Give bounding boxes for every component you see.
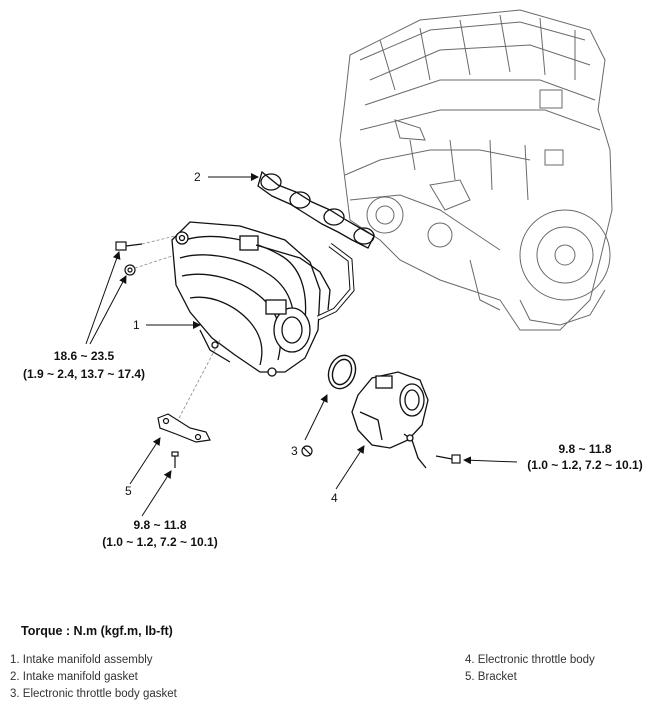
manifold-bolt-arrow-lower <box>89 275 127 345</box>
parts-legend-right: 4. Electronic throttle body 5. Bracket <box>465 652 595 686</box>
callout-4-arrow <box>335 445 365 490</box>
throttle-body-gasket-illustration <box>327 354 357 390</box>
manifold-torque-alt: (1.9 ~ 2.4, 13.7 ~ 17.4) <box>23 367 145 381</box>
legend-item: 5. Bracket <box>465 671 517 683</box>
throttle-torque-nm: 9.8 ~ 11.8 <box>558 442 611 456</box>
bracket-bolt-arrow <box>141 470 172 517</box>
bracket-torque-nm: 9.8 ~ 11.8 <box>133 518 186 532</box>
engine-block-illustration <box>339 9 613 331</box>
callout-4: 4 <box>331 491 338 505</box>
legend-item: 2. Intake manifold gasket <box>10 671 138 683</box>
manifold-torque-nm: 18.6 ~ 23.5 <box>54 349 115 363</box>
callout-5-arrow <box>129 437 161 485</box>
parts-legend-left: 1. Intake manifold assembly 2. Intake ma… <box>10 652 177 703</box>
intake-manifold-gasket-illustration <box>257 170 375 249</box>
callout-3: 3 <box>291 444 298 458</box>
intake-manifold-illustration <box>171 221 355 377</box>
prohibition-icon <box>301 445 313 457</box>
throttle-bolt-illustration <box>435 454 461 464</box>
bracket-torque-alt: (1.0 ~ 1.2, 7.2 ~ 10.1) <box>102 535 217 549</box>
legend-item: 1. Intake manifold assembly <box>10 654 153 666</box>
manifold-bolt-illustration <box>115 241 143 276</box>
throttle-body-illustration <box>351 371 429 469</box>
bracket-illustration <box>157 413 211 468</box>
torque-units-title: Torque : N.m (kgf.m, lb-ft) <box>21 624 173 638</box>
manifold-bolt-arrow-upper <box>85 251 121 345</box>
callout-5: 5 <box>125 484 132 498</box>
throttle-bolt-arrow <box>463 456 518 465</box>
legend-item: 3. Electronic throttle body gasket <box>10 688 177 700</box>
callout-3-arrow <box>304 394 328 441</box>
exploded-view-diagram: 2 1 3 4 5 18.6 ~ 23.5 (1.9 ~ 2.4, 13.7 ~… <box>23 9 643 549</box>
throttle-torque-alt: (1.0 ~ 1.2, 7.2 ~ 10.1) <box>527 458 642 472</box>
legend-item: 4. Electronic throttle body <box>465 654 595 666</box>
callout-1: 1 <box>133 318 140 332</box>
callout-2: 2 <box>194 170 201 184</box>
